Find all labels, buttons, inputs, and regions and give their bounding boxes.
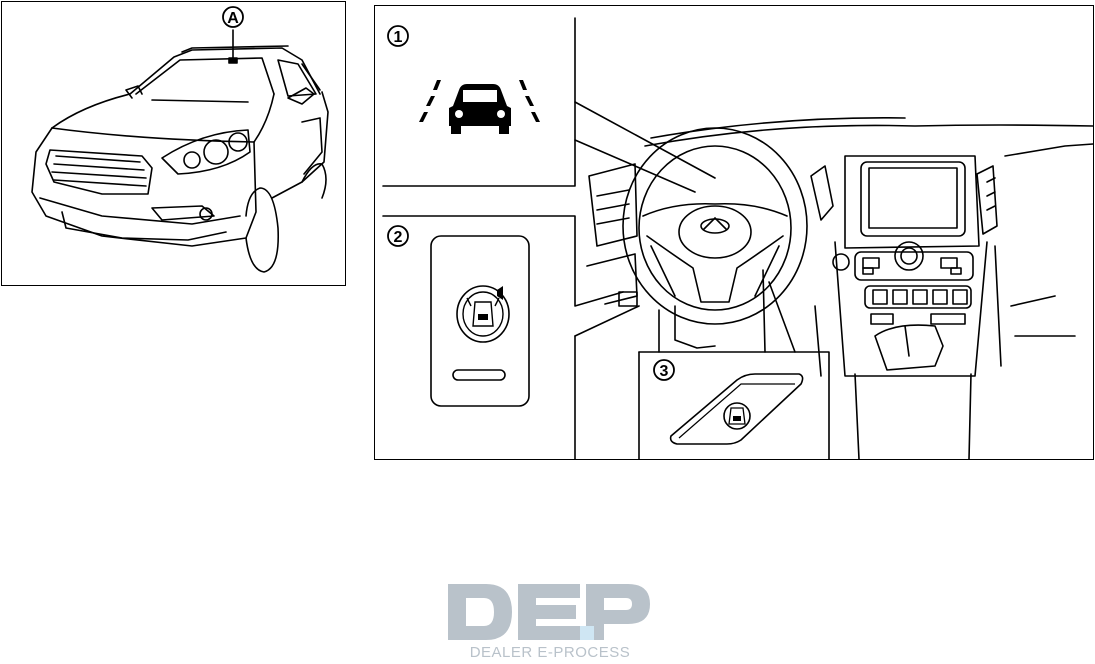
lane-departure-car-icon (419, 80, 540, 134)
callout-1-marker: 1 (388, 26, 408, 46)
callout-3-marker: 3 (654, 360, 674, 380)
dashboard-drawing: 1 2 (375, 6, 1093, 459)
callout-1-label: 1 (394, 29, 403, 46)
logo-tagline: DEALER E-PROCESS (448, 644, 652, 661)
dep-logo-letters (446, 582, 652, 642)
car-front-view-drawing: A (2, 2, 345, 285)
callout-a-label: A (227, 10, 239, 27)
callout-2-label: 2 (394, 229, 403, 246)
switch-closeup-icon (671, 374, 803, 444)
dealer-e-process-logo: DEALER E-PROCESS (446, 582, 652, 660)
dashboard-controls-illustration: 1 2 (374, 5, 1094, 460)
vehicle-exterior-illustration: A (1, 1, 346, 286)
infiniti-emblem-icon (701, 218, 729, 233)
callout-3-label: 3 (660, 363, 669, 380)
lane-departure-switch-icon (431, 236, 529, 406)
callout-2-marker: 2 (388, 226, 408, 246)
